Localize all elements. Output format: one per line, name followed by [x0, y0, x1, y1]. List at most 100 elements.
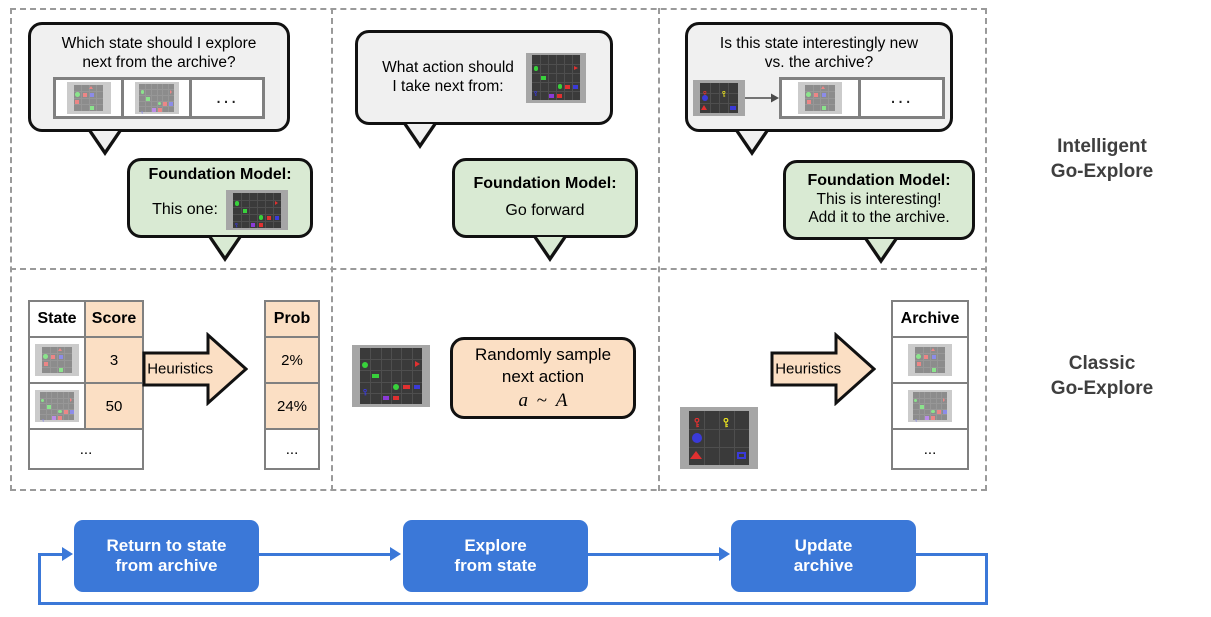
bubble-tail-inner-1 — [92, 131, 118, 150]
table-row-ellipsis: ... — [28, 428, 144, 470]
flow-connector-1 — [259, 553, 390, 556]
panel-grid-frame — [10, 8, 987, 491]
col-header-score: Score — [84, 300, 144, 338]
question-line-1: What action should — [382, 59, 514, 77]
bubble-tail-inner-5 — [739, 131, 765, 150]
archive-list-table[interactable]: Archive ... — [891, 300, 969, 470]
flow-step-line-2: from archive — [115, 556, 218, 575]
col-header-state: State — [28, 300, 86, 338]
cell-archive-thumbnail[interactable] — [891, 382, 969, 430]
question-line-2: I take next from: — [392, 77, 504, 95]
question-line-2: next from the archive? — [82, 53, 236, 71]
archive-cell-more[interactable]: ... — [861, 80, 942, 116]
question-bubble-select-action: What action should I take next from: — [355, 30, 613, 125]
bubble-tail-inner-3 — [407, 124, 433, 143]
flow-step-return-to-state[interactable]: Return to state from archive — [74, 520, 259, 592]
table-row[interactable] — [891, 382, 969, 430]
cell-score: 3 — [84, 336, 144, 384]
heuristics-arrow-2: Heuristics — [770, 331, 877, 407]
question-line-1: Which state should I explore — [61, 35, 257, 53]
answer-text: Go forward — [505, 202, 585, 219]
cell-state-thumbnail[interactable] — [28, 382, 86, 430]
row-label-line-2: Go-Explore — [1050, 377, 1154, 399]
heuristics-label: Heuristics — [775, 360, 842, 378]
cell-archive-thumbnail[interactable] — [891, 336, 969, 384]
answer-text: This one: — [152, 201, 218, 219]
flow-step-update-archive[interactable]: Update archive — [731, 520, 916, 592]
answer-bubble-select-action: Foundation Model: Go forward — [452, 158, 638, 238]
archive-strip[interactable]: ... — [779, 76, 945, 119]
row-label-line-2: Go-Explore — [1050, 160, 1154, 182]
archive-cell-1[interactable] — [56, 79, 125, 116]
archive-strip[interactable]: ... — [53, 76, 265, 119]
table-ellipsis: ... — [264, 428, 320, 470]
cell-score: 50 — [84, 382, 144, 430]
random-action-box: Randomly sample next action a ~ A — [450, 337, 636, 419]
archive-score-table[interactable]: State Score 3 50 ... — [28, 300, 144, 470]
flow-connector-2 — [588, 553, 719, 556]
flow-arrowhead-1 — [390, 547, 401, 561]
heuristics-label: Heuristics — [147, 360, 214, 378]
foundation-model-label: Foundation Model: — [148, 165, 292, 183]
heuristics-arrow-1: Heuristics — [142, 331, 249, 407]
flow-loop-bottom — [38, 602, 988, 605]
flow-loop-down — [985, 553, 988, 605]
archive-cell-2[interactable] — [124, 79, 193, 116]
panel-divider-horizontal — [10, 268, 987, 270]
table-row[interactable]: 50 — [28, 382, 144, 430]
flow-step-line-1: Return to state — [106, 535, 227, 555]
question-line-1: Is this state interestingly new — [719, 35, 919, 53]
answer-line-2: Add it to the archive. — [808, 209, 950, 227]
table-row-ellipsis: ... — [264, 428, 320, 470]
table-row[interactable] — [891, 336, 969, 384]
question-bubble-is-new: Is this state interestingly new vs. the … — [685, 22, 953, 132]
answer-bubble-select-state: Foundation Model: This one: — [127, 158, 313, 238]
table-row[interactable]: 2% — [264, 336, 320, 384]
flow-loop-right — [916, 553, 988, 556]
transition-arrow-icon — [745, 93, 779, 103]
bubble-tail-inner-2 — [212, 237, 238, 256]
cell-prob: 2% — [264, 336, 320, 384]
cell-state-thumbnail[interactable] — [28, 336, 86, 384]
sample-line-1: Randomly sample — [474, 345, 612, 365]
flow-arrowhead-2 — [719, 547, 730, 561]
table-row[interactable]: 24% — [264, 382, 320, 430]
math-tilde: ~ — [536, 389, 548, 411]
row-label-line-1: Classic — [1068, 353, 1136, 374]
new-state-thumbnail — [680, 407, 758, 469]
flow-step-explore-from-state[interactable]: Explore from state — [403, 520, 588, 592]
archive-cell-1[interactable] — [782, 79, 862, 116]
bubble-tail-inner-6 — [868, 239, 894, 258]
flow-step-line-2: archive — [793, 556, 854, 575]
table-row[interactable]: 3 — [28, 336, 144, 384]
foundation-model-label: Foundation Model: — [473, 175, 617, 193]
table-header-row: Prob — [264, 300, 320, 338]
sample-math-expression: a ~ A — [519, 390, 568, 412]
bubble-tail-inner-4 — [537, 237, 563, 256]
probability-table[interactable]: Prob 2% 24% ... — [264, 300, 320, 470]
flow-loop-into-first — [38, 553, 64, 556]
table-ellipsis: ... — [891, 428, 969, 470]
math-action-set: A — [555, 389, 568, 411]
block-arrow-icon — [770, 331, 877, 407]
flow-arrowhead-loop — [62, 547, 73, 561]
flow-step-line-1: Update — [794, 535, 853, 555]
archive-cell-more[interactable]: ... — [192, 80, 262, 116]
answer-bubble-is-new: Foundation Model: This is interesting! A… — [783, 160, 975, 240]
row-label-line-1: Intelligent — [1057, 136, 1147, 157]
table-row-ellipsis: ... — [891, 428, 969, 470]
foundation-model-label: Foundation Model: — [807, 172, 951, 190]
current-state-thumbnail — [352, 345, 430, 407]
question-bubble-select-state: Which state should I explore next from t… — [28, 22, 290, 132]
math-variable-a: a — [518, 389, 529, 411]
col-header-archive: Archive — [891, 300, 969, 338]
cell-prob: 24% — [264, 382, 320, 430]
block-arrow-icon — [142, 331, 249, 407]
table-ellipsis: ... — [28, 428, 144, 470]
archive-ellipsis: ... — [890, 86, 913, 109]
sample-line-2: next action — [501, 366, 585, 386]
row-label-intelligent: Intelligent Go-Explore — [1002, 135, 1202, 184]
panel-divider-vertical-1 — [331, 8, 333, 491]
col-header-prob: Prob — [264, 300, 320, 338]
answer-line-1: This is interesting! — [816, 191, 942, 209]
